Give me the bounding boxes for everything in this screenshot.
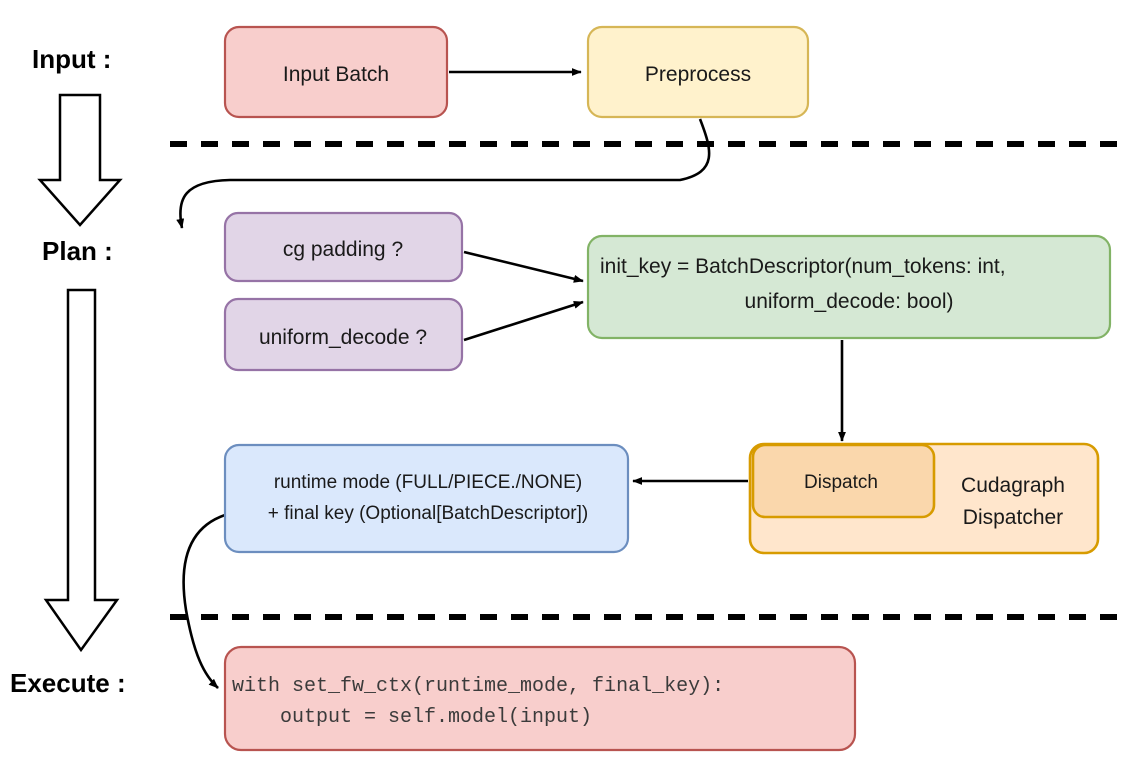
stage-label-plan: Plan : bbox=[42, 236, 113, 266]
node-dispatch-label: Dispatch bbox=[804, 472, 878, 493]
node-preprocess-shape bbox=[586, 25, 810, 119]
node-init-key[interactable]: init_key = BatchDescriptor(num_tokens: i… bbox=[586, 234, 1112, 340]
node-runtime-mode[interactable]: runtime mode (FULL/PIECE./NONE) + final … bbox=[223, 443, 630, 554]
node-input-batch[interactable]: Input Batch bbox=[223, 25, 449, 119]
stage-progress-arrow-input-to-plan bbox=[37, 93, 123, 227]
edge-preprocess-to-plan bbox=[176, 118, 711, 229]
node-execute-code-line2: output = self.model(input) bbox=[232, 706, 592, 729]
edge-runtime-mode-to-execute bbox=[182, 513, 226, 689]
node-cudagraph-dispatcher-label-line1: Cudagraph bbox=[961, 474, 1065, 497]
stage-label-execute: Execute : bbox=[10, 668, 126, 698]
node-init-key-line1: init_key = BatchDescriptor(num_tokens: i… bbox=[600, 255, 1006, 278]
node-execute-code[interactable]: with set_fw_ctx(runtime_mode, final_key)… bbox=[223, 645, 857, 752]
node-preprocess[interactable]: Preprocess bbox=[586, 25, 810, 119]
node-runtime-mode-line1: runtime mode (FULL/PIECE./NONE) bbox=[274, 472, 582, 493]
node-input-batch-label: Input Batch bbox=[283, 63, 389, 86]
node-input-batch-shape bbox=[223, 25, 449, 119]
node-cg-padding-label: cg padding ? bbox=[283, 238, 403, 261]
node-uniform-decode-shape bbox=[223, 297, 464, 372]
stage-label-input: Input : bbox=[32, 44, 111, 74]
node-runtime-mode-shape bbox=[223, 443, 630, 554]
node-execute-code-shape bbox=[223, 645, 857, 752]
node-cg-padding-shape bbox=[223, 211, 464, 283]
node-cg-padding[interactable]: cg padding ? bbox=[223, 211, 464, 283]
node-dispatch[interactable]: Dispatch bbox=[751, 443, 936, 519]
edge-uniform-decode-to-init-key bbox=[463, 300, 584, 342]
node-runtime-mode-line2: + final key (Optional[BatchDescriptor]) bbox=[268, 503, 589, 524]
node-execute-code-line1: with set_fw_ctx(runtime_mode, final_key)… bbox=[232, 675, 724, 698]
node-init-key-shape bbox=[586, 234, 1112, 340]
edge-cg-padding-to-init-key bbox=[463, 250, 584, 283]
node-uniform-decode-label: uniform_decode ? bbox=[259, 326, 427, 349]
node-init-key-line2: uniform_decode: bool) bbox=[745, 290, 954, 313]
node-preprocess-label: Preprocess bbox=[645, 63, 751, 86]
node-uniform-decode[interactable]: uniform_decode ? bbox=[223, 297, 464, 372]
stage-progress-arrow-plan-to-execute bbox=[43, 288, 120, 653]
node-cudagraph-dispatcher-label-line2: Dispatcher bbox=[963, 506, 1063, 529]
node-dispatch-shape bbox=[751, 443, 936, 519]
